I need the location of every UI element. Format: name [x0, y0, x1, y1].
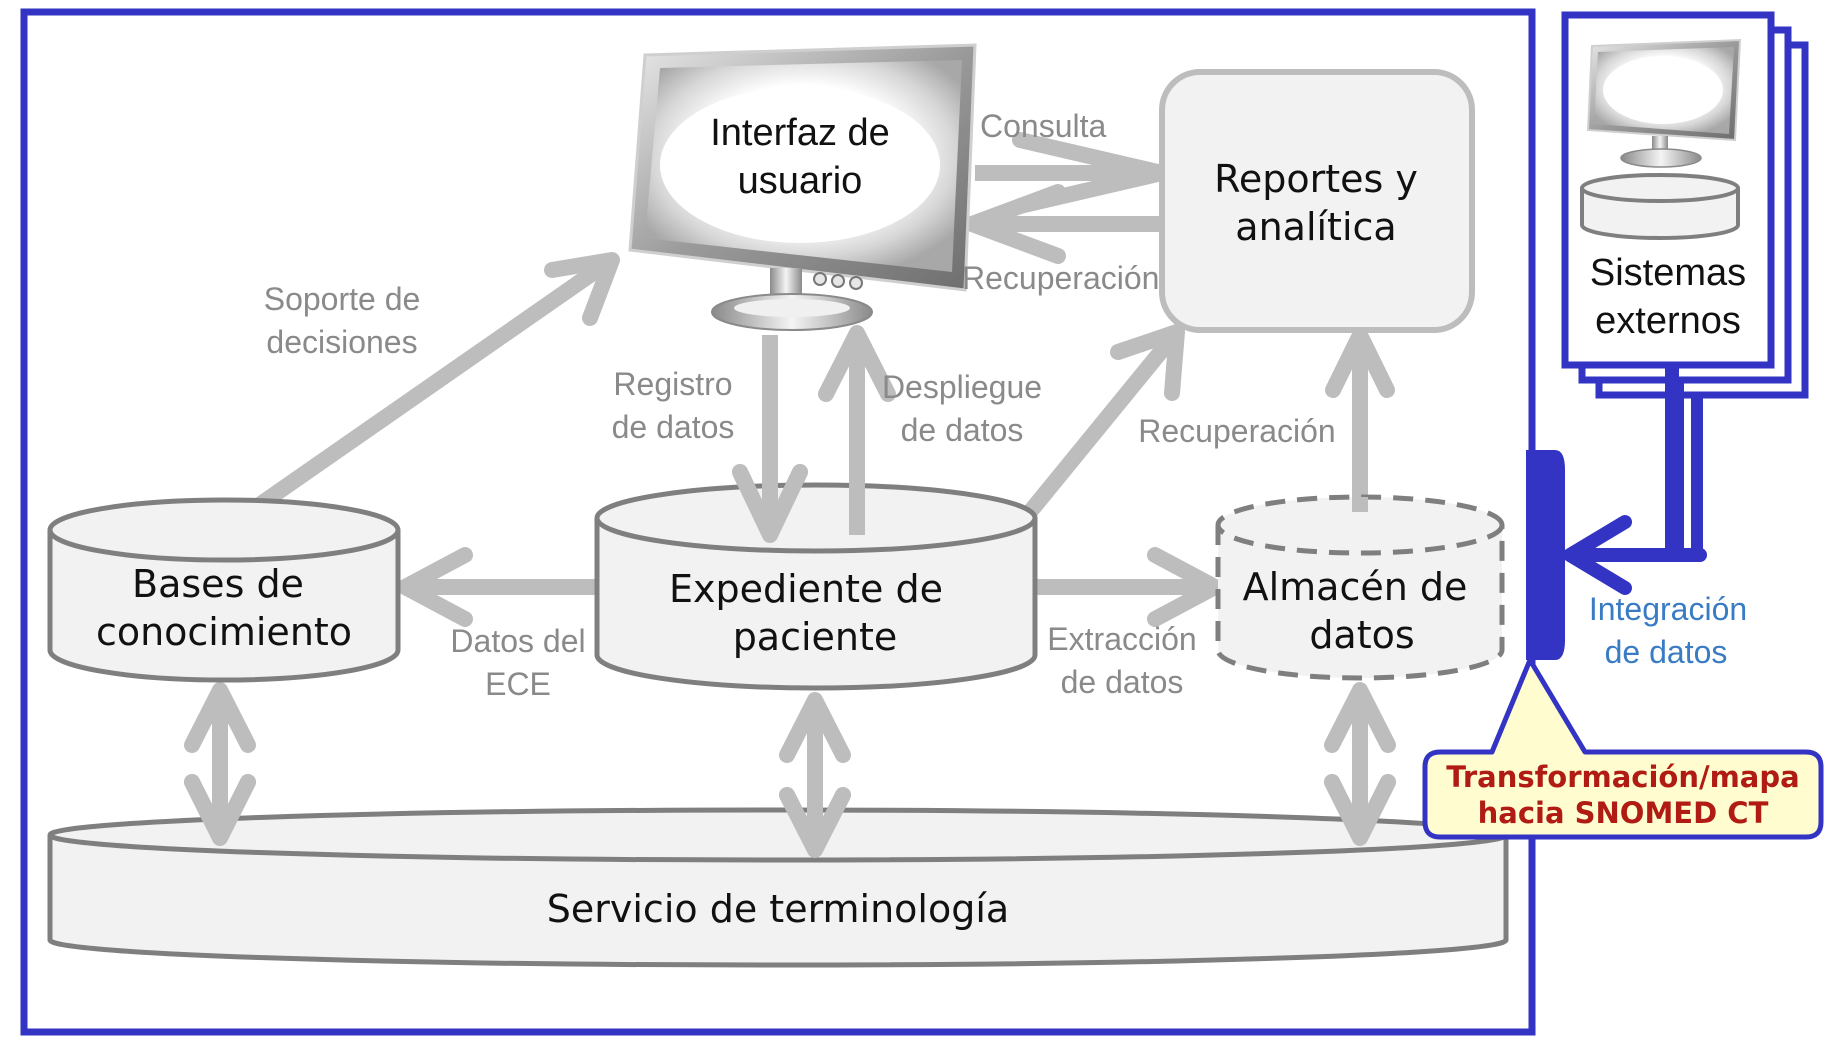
edge-label-decision-support-2: decisiones: [266, 324, 417, 360]
edge-label-query: Consulta: [980, 108, 1107, 144]
edge-label-retrieval-mid: Recuperación: [1138, 413, 1335, 449]
arrow-decision-support: [240, 252, 620, 522]
monitor-database-icon: [1580, 38, 1742, 240]
edge-label-data-extraction-2: de datos: [1061, 664, 1184, 700]
node-terminology-service[interactable]: Servicio de terminología: [47, 774, 1509, 968]
node-patient-record-label-1: Expediente de: [669, 567, 943, 611]
node-external-systems-label-1: Sistemas: [1590, 252, 1746, 294]
node-reports-label-1: Reportes y: [1214, 157, 1418, 201]
node-reports-analytics[interactable]: Reportes y analítica: [1159, 69, 1475, 333]
node-knowledge-bases-label-2: conocimiento: [96, 610, 352, 654]
monitor-icon: [628, 43, 977, 331]
node-knowledge-bases[interactable]: Bases de conocimiento: [47, 497, 401, 683]
node-user-interface-label-1: Interfaz de: [710, 112, 890, 154]
node-external-systems[interactable]: Sistemas externos: [1561, 11, 1809, 399]
edge-label-ehr-data-2: ECE: [485, 666, 551, 702]
node-external-systems-label-2: externos: [1595, 300, 1741, 342]
edge-labels: Soporte de decisiones Consulta Recuperac…: [264, 108, 1336, 702]
edge-label-ehr-data-1: Datos del: [450, 623, 585, 659]
arrow-data-extraction: [1035, 547, 1223, 627]
callout-label-1: Transformación/mapa: [1446, 760, 1799, 794]
node-user-interface-label-2: usuario: [738, 160, 863, 202]
node-data-warehouse-label-2: datos: [1309, 613, 1414, 657]
edge-label-data-entry-1: Registro: [613, 366, 732, 402]
edge-label-data-display-2: de datos: [901, 412, 1024, 448]
node-user-interface[interactable]: Interfaz de usuario: [628, 43, 977, 331]
arrow-retrieval-top: [964, 184, 1160, 264]
edge-label-retrieval-top: Recuperación: [962, 260, 1159, 296]
node-knowledge-bases-label-1: Bases de: [132, 562, 304, 606]
callout-label-2: hacia SNOMED CT: [1478, 796, 1769, 830]
node-patient-record-label-2: paciente: [733, 615, 898, 659]
edge-label-data-integration-1: Integración: [1589, 591, 1747, 627]
snomed-callout: Transformación/mapa hacia SNOMED CT: [1422, 657, 1824, 840]
integration-connector: [1526, 450, 1565, 660]
node-terminology-service-label: Servicio de terminología: [547, 887, 1009, 931]
arrow-retrieval-mid: [1018, 324, 1185, 524]
edge-label-data-integration-2: de datos: [1605, 634, 1728, 670]
edge-label-decision-support-1: Soporte de: [264, 281, 421, 317]
edge-label-data-display-1: Despliegue: [882, 369, 1042, 405]
node-data-warehouse-label-1: Almacén de: [1243, 565, 1468, 609]
edge-label-data-extraction-1: Extracción: [1047, 621, 1196, 657]
node-patient-record[interactable]: Expediente de paciente: [594, 464, 1038, 691]
node-data-warehouse[interactable]: Almacén de datos: [1215, 494, 1505, 681]
edge-label-data-entry-2: de datos: [612, 409, 735, 445]
arrow-data-integration: [1563, 365, 1707, 595]
arrow-warehouse-to-reports: [1325, 327, 1395, 510]
arrow-ehr-data: [397, 547, 597, 627]
node-reports-label-2: analítica: [1235, 205, 1396, 249]
